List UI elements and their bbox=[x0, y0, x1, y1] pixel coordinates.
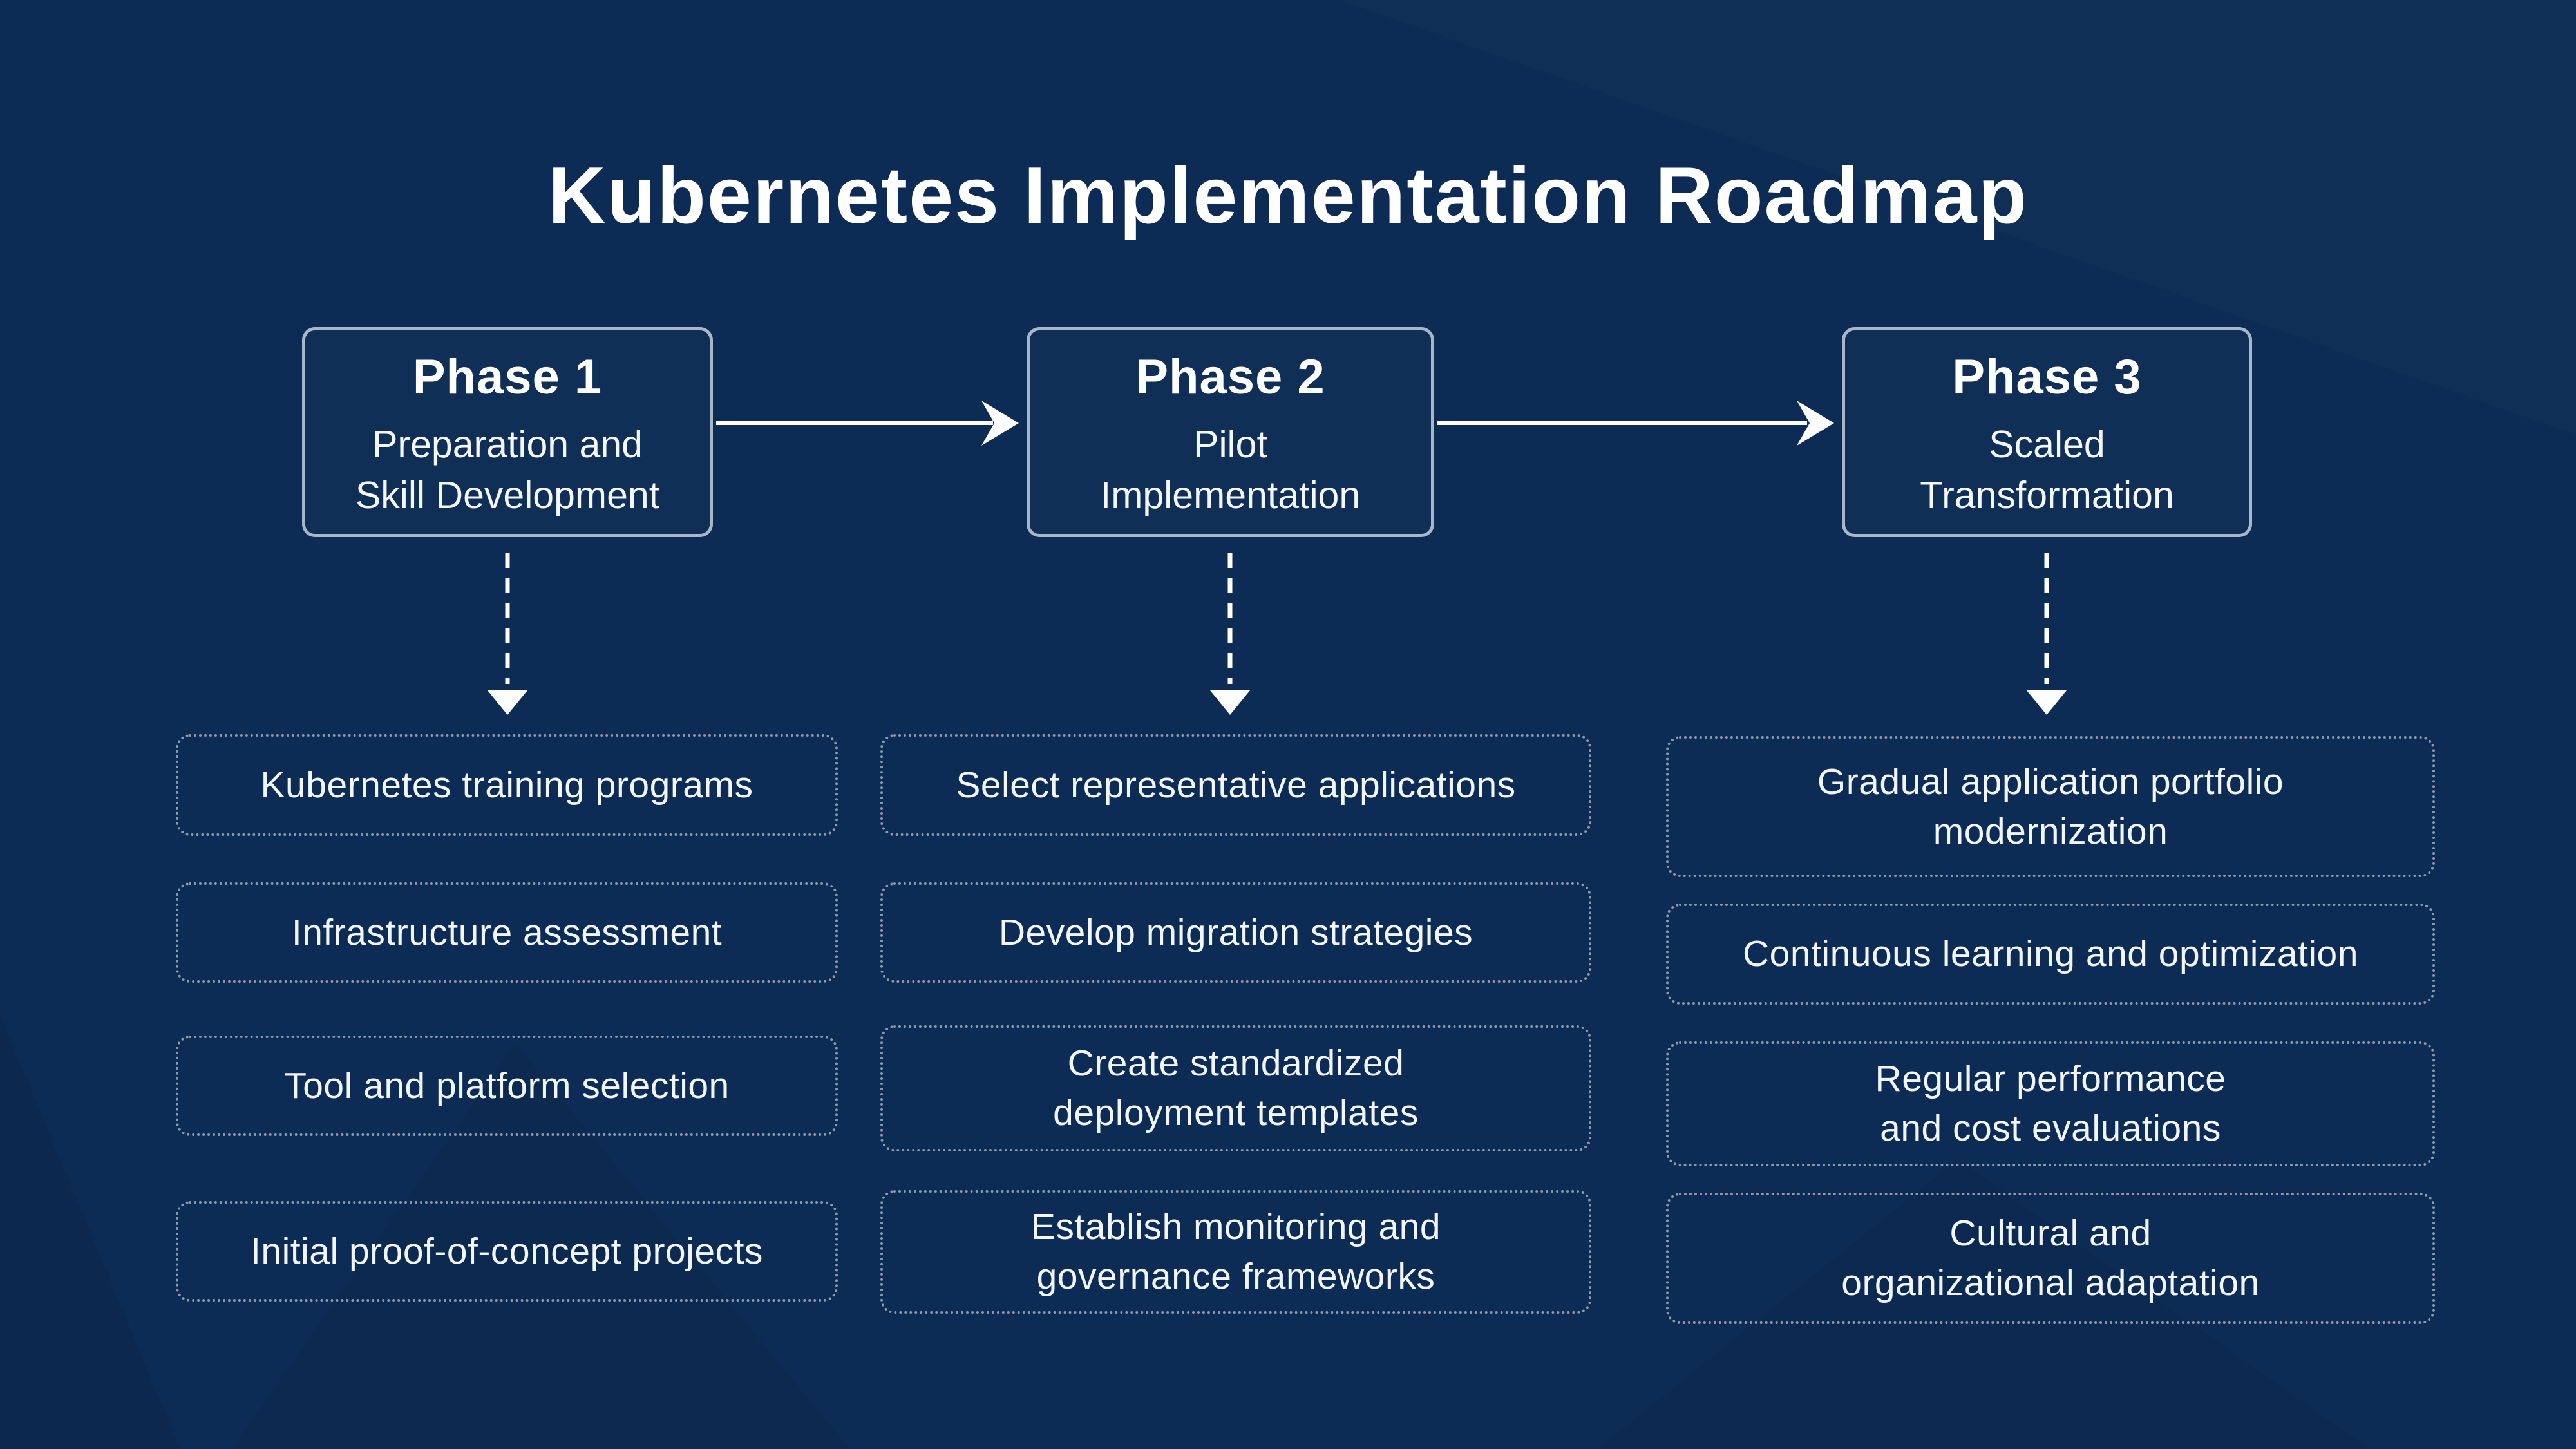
phase-3-item: Continuous learning and optimization bbox=[1666, 904, 2435, 1005]
right-arrow-icon bbox=[716, 401, 1019, 446]
phase-3-title: Phase 3 bbox=[1952, 350, 2142, 404]
phase-3-item: Gradual application portfolio modernizat… bbox=[1666, 736, 2435, 877]
phase-1-item: Tool and platform selection bbox=[176, 1036, 838, 1136]
down-dashed-arrow-icon bbox=[1210, 553, 1250, 715]
right-arrow-icon bbox=[1437, 401, 1834, 446]
phase-3-item: Cultural and organizational adaptation bbox=[1666, 1193, 2435, 1324]
down-dashed-arrow-icon bbox=[488, 553, 527, 715]
phase-1-item: Initial proof-of-concept projects bbox=[176, 1201, 838, 1302]
page-title: Kubernetes Implementation Roadmap bbox=[547, 151, 2029, 241]
phase-1-subtitle: Preparation and Skill Development bbox=[355, 423, 660, 516]
phase-2-title: Phase 2 bbox=[1135, 350, 1325, 404]
phase-1-item: Kubernetes training programs bbox=[176, 734, 838, 836]
phase-1-title: Phase 1 bbox=[412, 350, 603, 404]
phase-2-item: Create standardized deployment templates bbox=[880, 1025, 1591, 1151]
phase-1-item: Infrastructure assessment bbox=[176, 882, 838, 983]
phase-2-item: Select representative applications bbox=[880, 734, 1591, 836]
phase-2-item: Establish monitoring and governance fram… bbox=[880, 1190, 1591, 1314]
phase-1-box: Phase 1 Preparation and Skill Developmen… bbox=[302, 327, 713, 537]
down-dashed-arrow-icon bbox=[2027, 553, 2067, 715]
phase-2-item: Develop migration strategies bbox=[880, 882, 1591, 983]
phase-3-subtitle: Scaled Transformation bbox=[1920, 423, 2174, 516]
phase-2-box: Phase 2 Pilot Implementation bbox=[1027, 327, 1434, 537]
phase-2-subtitle: Pilot Implementation bbox=[1100, 423, 1361, 516]
phase-3-item: Regular performance and cost evaluations bbox=[1666, 1041, 2435, 1166]
phase-3-box: Phase 3 Scaled Transformation bbox=[1842, 327, 2252, 537]
